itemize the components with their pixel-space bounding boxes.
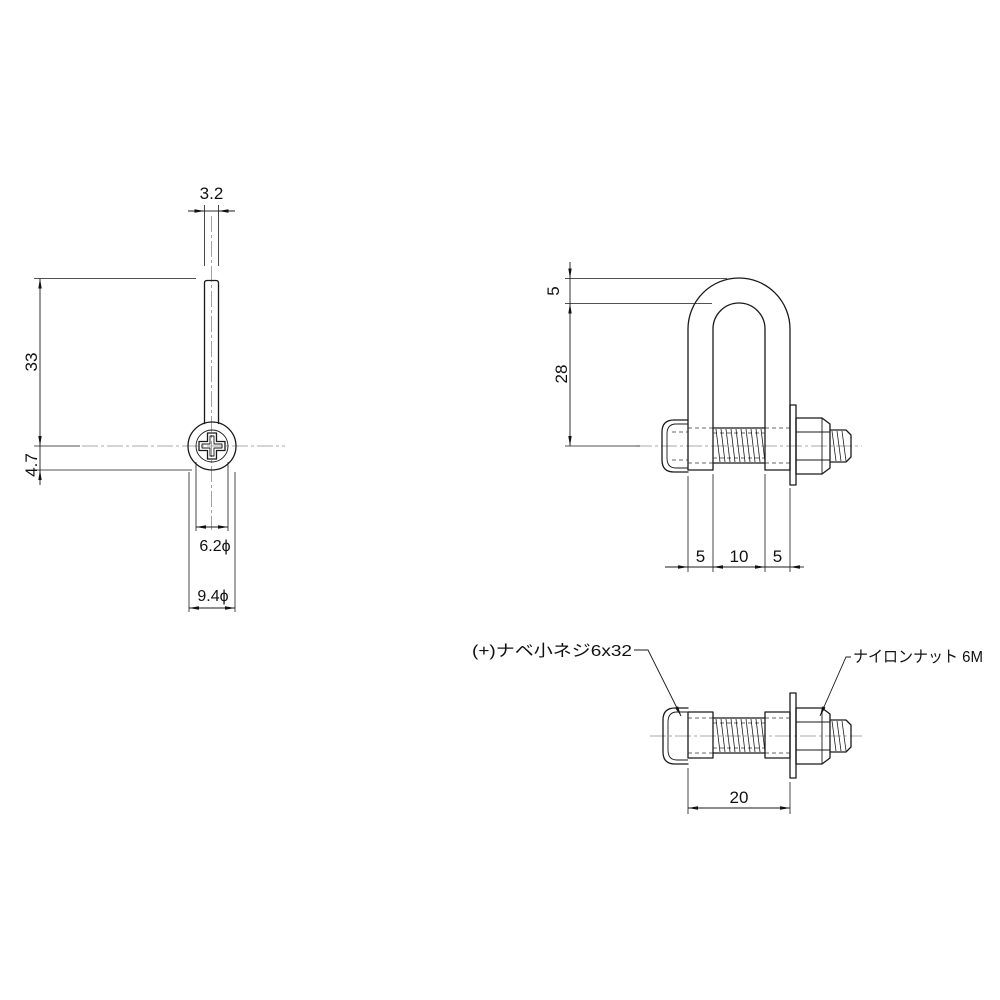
thread-line (745, 428, 751, 463)
screw-callout-leader (634, 649, 682, 717)
rod-outline (203, 279, 220, 425)
thread-line (755, 718, 761, 753)
dim-height: 28 (552, 303, 640, 447)
thread-line (735, 718, 741, 753)
phillips-cross-inner-icon (201, 435, 223, 457)
side-view: 3.2 33 4.7 6.2ϕ 9.4ϕ (22, 184, 285, 612)
thread-line (750, 428, 756, 463)
thread-line (730, 718, 736, 753)
thread-line (725, 718, 731, 753)
thread-line (750, 718, 756, 753)
dim-height-label: 28 (552, 365, 571, 384)
screw-callout: (+)ナベ小ネジ6x32 (472, 642, 682, 717)
dim-top-label: 5 (544, 286, 563, 295)
asm-screw-head-outline (662, 707, 689, 765)
dim-eye-offset: 4.7 (22, 446, 192, 485)
thread-line (745, 718, 751, 753)
dim-width-label: 3.2 (200, 184, 224, 203)
thread-line (836, 430, 842, 462)
thread-line (725, 428, 731, 463)
asm-screw-tip-thread (831, 720, 847, 752)
shackle-outer-outline (687, 277, 791, 471)
thread-line (720, 428, 726, 463)
thread-line (740, 428, 746, 463)
shank-thread (715, 428, 766, 463)
dim-width: 3.2 (188, 184, 235, 266)
screw-head-chamfer (666, 423, 688, 469)
thread-line (735, 428, 741, 463)
thread-line (715, 718, 721, 753)
phillips-cross-icon (198, 432, 226, 460)
thread-line (760, 718, 766, 753)
dim-outer-diameter: 9.4ϕ (188, 472, 236, 612)
shackle-inner-outline (712, 302, 766, 471)
dim-assembly-length: 20 (687, 768, 791, 814)
front-view: 5 28 5 10 5 (544, 262, 862, 572)
dim-length: 33 (22, 278, 196, 447)
dim-eye-offset-label: 4.7 (22, 453, 41, 477)
thread-line (831, 430, 837, 462)
screw-tip-thread (831, 430, 847, 462)
dim-outer-diameter-label: 9.4ϕ (197, 588, 228, 605)
screw-callout-label: (+)ナベ小ネジ6x32 (472, 642, 632, 660)
thread-line (715, 428, 721, 463)
thread-line (755, 428, 761, 463)
dim-inner-diameter: 6.2ϕ (195, 462, 231, 555)
asm-screw-head-chamfer (667, 711, 688, 761)
screw-tip-outline (829, 429, 852, 463)
dim-inner-diameter-label: 6.2ϕ (199, 538, 230, 555)
dim-right-leg-label: 5 (773, 547, 782, 566)
asm-left-sleeve (687, 711, 714, 759)
dim-top: 5 (544, 262, 727, 304)
dim-length-label: 33 (22, 353, 41, 372)
eye-inner-circle (195, 429, 229, 463)
nut-callout: ナイロンナット 6M (819, 649, 983, 717)
asm-shank-thread (715, 718, 766, 753)
dim-inner-gap-label: 10 (730, 547, 749, 566)
thread-line (740, 718, 746, 753)
dim-assembly-length-label: 20 (730, 788, 749, 807)
screw-head-outline (661, 419, 689, 473)
thread-line (841, 720, 847, 752)
thread-line (760, 428, 766, 463)
dim-legs: 5 10 5 (665, 474, 804, 572)
assembly-view: (+)ナベ小ネジ6x32 ナイロンナット 6M 20 (472, 642, 983, 814)
dim-left-leg-label: 5 (696, 547, 705, 566)
thread-line (836, 720, 842, 752)
thread-line (841, 430, 847, 462)
asm-screw-tip-outline (829, 719, 852, 753)
thread-line (831, 720, 837, 752)
nut-callout-label: ナイロンナット 6M (853, 649, 983, 666)
eye-outer-circle (187, 421, 237, 471)
thread-line (730, 428, 736, 463)
thread-line (720, 718, 726, 753)
nut-callout-leader (819, 656, 851, 717)
